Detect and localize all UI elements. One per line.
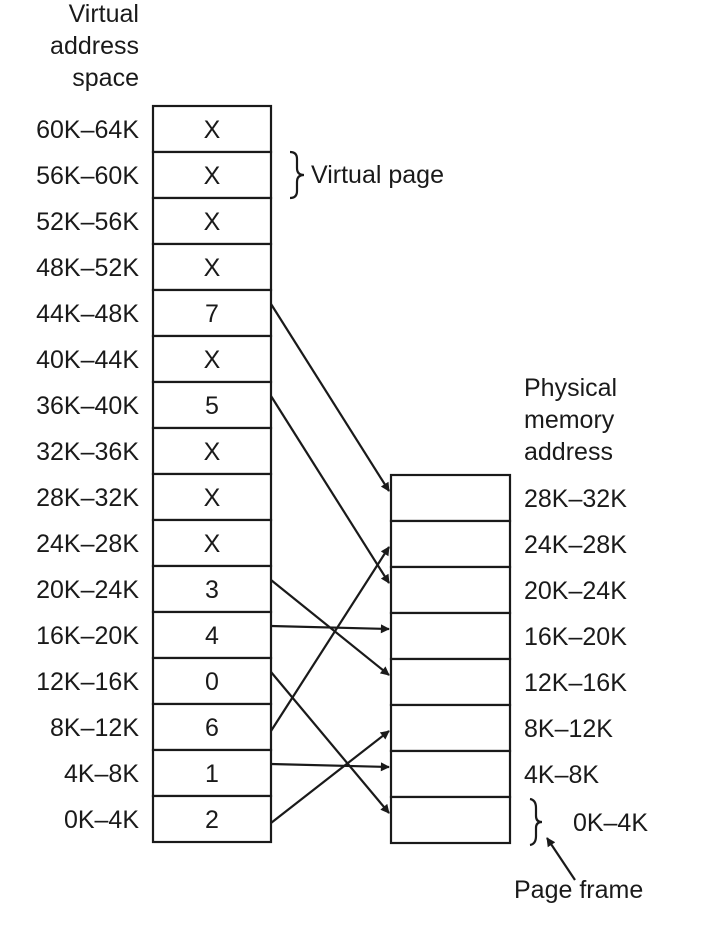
virtual-range-label-40k-44k: 40K–44K xyxy=(36,346,139,374)
physical-frame-label-4k-8k: 4K–8K xyxy=(524,761,599,789)
physical-frame-label-24k-28k: 24K–28K xyxy=(524,531,627,559)
virtual-page-cell xyxy=(151,564,273,614)
virtual-page-entry: X xyxy=(204,438,221,466)
virtual-range-label-48k-52k: 48K–52K xyxy=(36,254,139,282)
physical-frame-cell xyxy=(389,749,512,799)
virtual-page-cell xyxy=(151,702,273,752)
page-frame-brace xyxy=(529,797,543,847)
virtual-page-entry: 1 xyxy=(205,760,219,788)
mapping-arrows xyxy=(270,303,390,824)
physical-frame-label-0k-4k: 0K–4K xyxy=(573,809,648,837)
physical-frame-label-16k-20k: 16K–20K xyxy=(524,623,627,651)
virtual-page-cell xyxy=(151,794,273,844)
physical-frame-cell xyxy=(389,657,512,707)
virtual-space-title-line-1: Virtual xyxy=(69,0,139,28)
mapping-arrow-page-to-frame-7 xyxy=(270,303,390,492)
virtual-range-label-36k-40k: 36K–40K xyxy=(36,392,139,420)
virtual-range-label-8k-12k: 8K–12K xyxy=(50,714,139,742)
virtual-range-label-60k-64k: 60K–64K xyxy=(36,116,139,144)
virtual-range-label-24k-28k: 24K–28K xyxy=(36,530,139,558)
virtual-page-cell xyxy=(151,104,273,154)
virtual-page-entry: 4 xyxy=(205,622,219,650)
mapping-arrow-page-to-frame-0 xyxy=(270,671,390,814)
virtual-page-cell xyxy=(151,610,273,660)
physical-frame-cell xyxy=(389,565,512,615)
virtual-range-label-12k-16k: 12K–16K xyxy=(36,668,139,696)
virtual-page-cell xyxy=(151,518,273,568)
virtual-page-entry: X xyxy=(204,530,221,558)
physical-frame-label-8k-12k: 8K–12K xyxy=(524,715,613,743)
physical-frame-label-12k-16k: 12K–16K xyxy=(524,669,627,697)
virtual-page-entry: 3 xyxy=(205,576,219,604)
virtual-range-label-44k-48k: 44K–48K xyxy=(36,300,139,328)
virtual-space-title-line-2: address xyxy=(50,32,139,60)
virtual-page-entry: 6 xyxy=(205,714,219,742)
page-frame-label: Page frame xyxy=(514,876,643,904)
mapping-arrow-page-to-frame-5 xyxy=(270,395,390,584)
virtual-space-title-line-3: space xyxy=(72,64,139,92)
page-frame-pointer-arrow xyxy=(546,837,576,881)
virtual-page-entry: X xyxy=(204,116,221,144)
virtual-page-entry: 5 xyxy=(205,392,219,420)
mapping-arrow-page-to-frame-1 xyxy=(270,762,390,772)
physical-frame-label-28k-32k: 28K–32K xyxy=(524,485,627,513)
virtual-page-brace xyxy=(289,150,305,200)
physical-memory-title-line-3: address xyxy=(524,438,613,466)
virtual-page-label: Virtual page xyxy=(311,161,444,189)
virtual-page-entry: 2 xyxy=(205,806,219,834)
virtual-page-cell xyxy=(151,426,273,476)
virtual-range-label-16k-20k: 16K–20K xyxy=(36,622,139,650)
physical-memory-title-line-1: Physical xyxy=(524,374,617,402)
virtual-page-cell xyxy=(151,242,273,292)
physical-frame-cell xyxy=(389,473,512,523)
virtual-page-entry: 0 xyxy=(205,668,219,696)
physical-frame-cell xyxy=(389,703,512,753)
virtual-page-entry: X xyxy=(204,484,221,512)
mapping-arrow-page-to-frame-6 xyxy=(270,546,390,732)
virtual-range-label-56k-60k: 56K–60K xyxy=(36,162,139,190)
virtual-range-label-32k-36k: 32K–36K xyxy=(36,438,139,466)
virtual-page-entry: X xyxy=(204,254,221,282)
virtual-range-label-52k-56k: 52K–56K xyxy=(36,208,139,236)
physical-frame-label-20k-24k: 20K–24K xyxy=(524,577,627,605)
virtual-page-entry: X xyxy=(204,162,221,190)
virtual-page-table: 60K–64K X 56K–60K X 52K–56K X 48K–52K X 44K–48K 7… xyxy=(36,104,273,844)
virtual-page-entry: 7 xyxy=(205,300,219,328)
physical-frame-cell xyxy=(389,795,512,845)
virtual-page-entry: X xyxy=(204,346,221,374)
physical-memory-frames: 28K–32K 24K–28K 20K–24K 16K–20K 12K–16K 8K–12… xyxy=(389,473,627,845)
virtual-range-label-20k-24k: 20K–24K xyxy=(36,576,139,604)
physical-frame-cell xyxy=(389,611,512,661)
mapping-arrow-page-to-frame-4 xyxy=(270,624,390,634)
virtual-range-label-4k-8k: 4K–8K xyxy=(64,760,139,788)
virtual-range-label-0k-4k: 0K–4K xyxy=(64,806,139,834)
virtual-range-label-28k-32k: 28K–32K xyxy=(36,484,139,512)
mapping-arrow-page-to-frame-2 xyxy=(270,730,390,824)
virtual-page-entry: X xyxy=(204,208,221,236)
physical-memory-title-line-2: memory xyxy=(524,406,615,434)
physical-frame-cell xyxy=(389,519,512,569)
virtual-page-cell xyxy=(151,334,273,384)
